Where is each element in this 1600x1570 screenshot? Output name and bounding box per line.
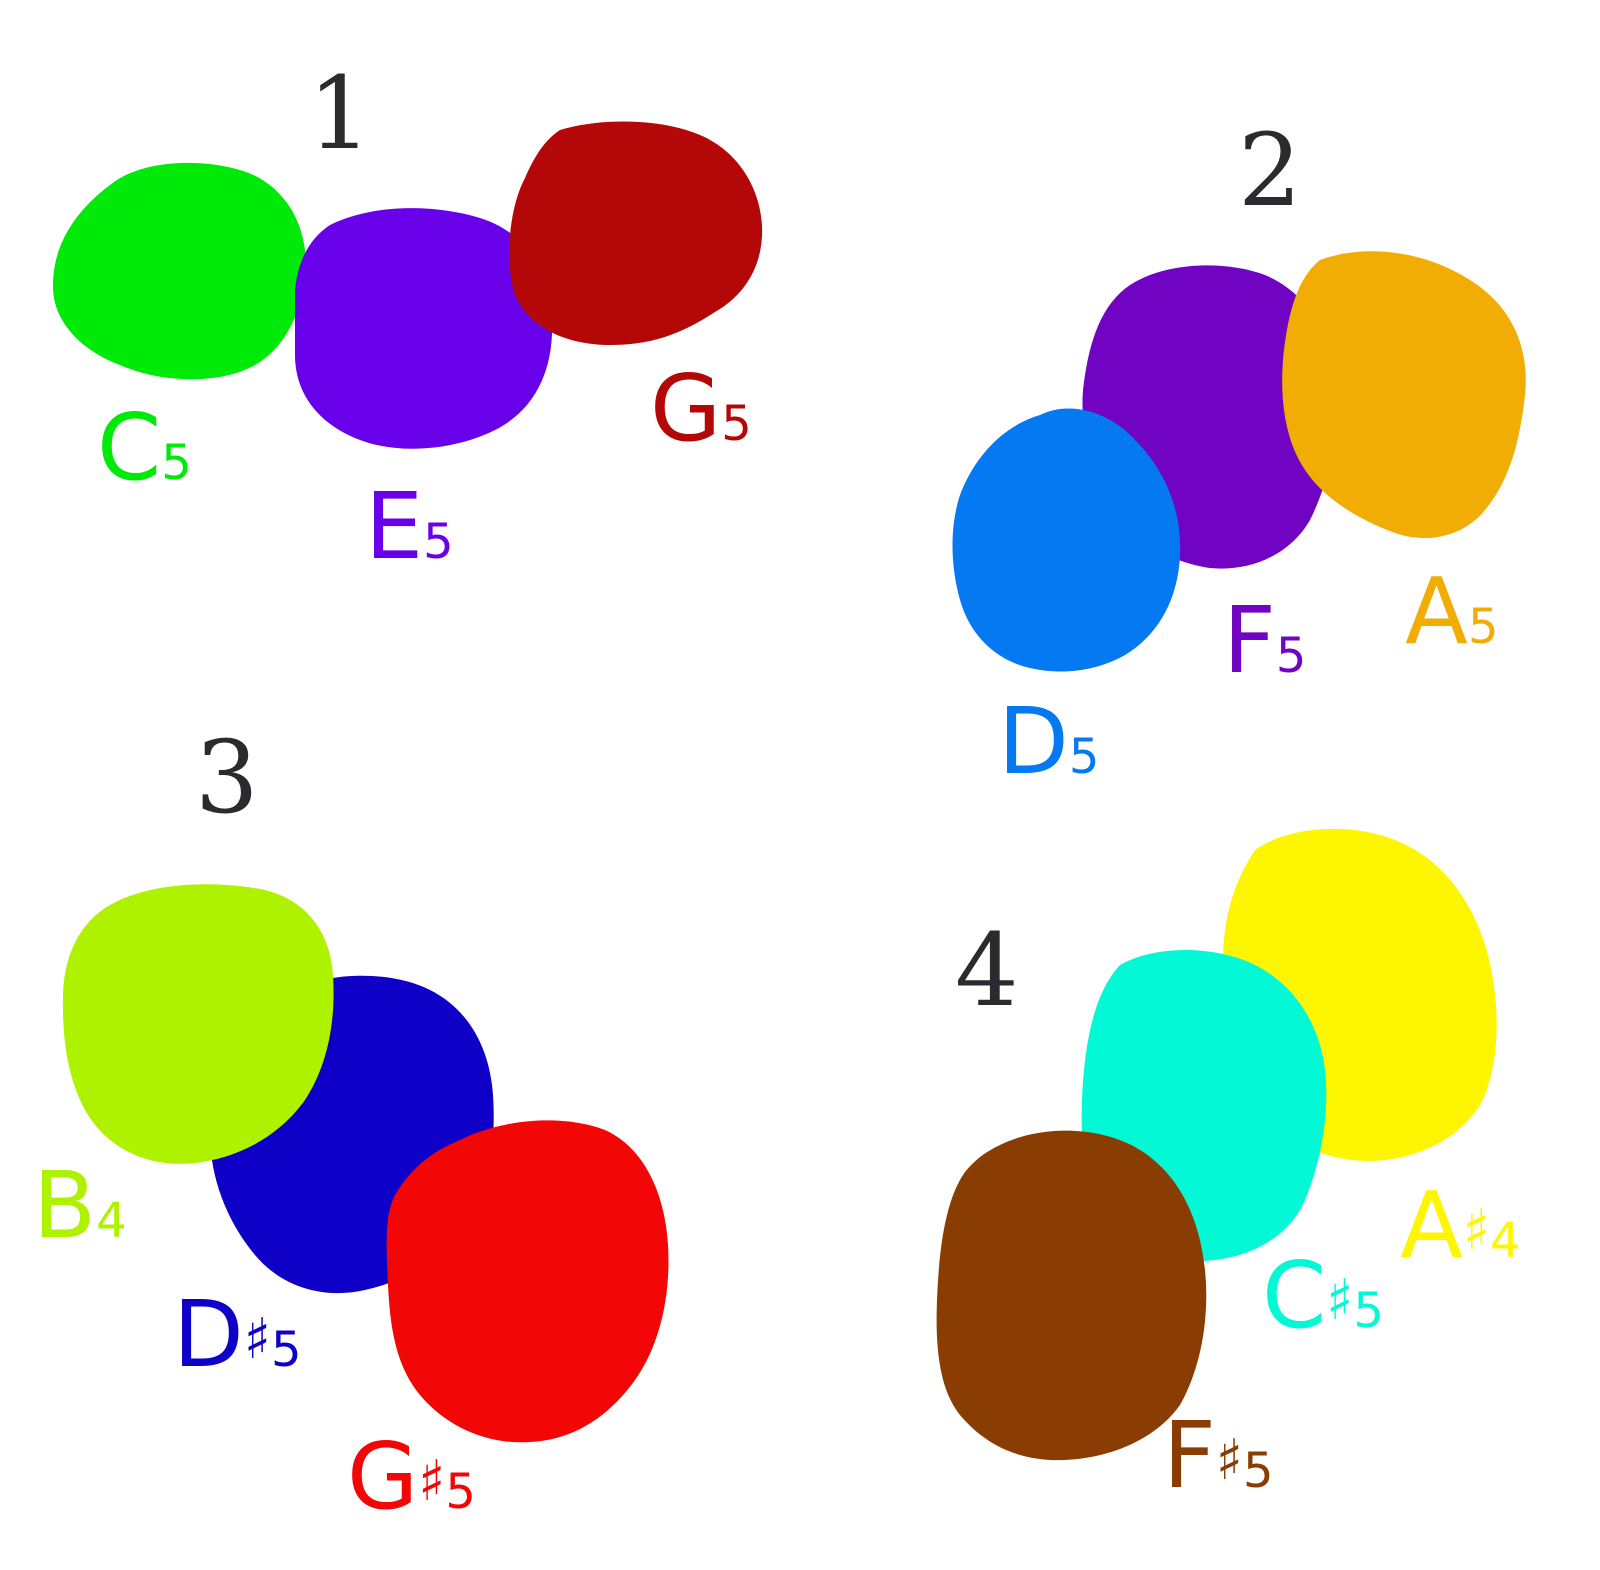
svg-text:A5: A5 xyxy=(1405,558,1498,665)
svg-text:A♯4: A♯4 xyxy=(1400,1172,1521,1279)
note-octave: 4 xyxy=(1490,1213,1521,1269)
note-octave: 5 xyxy=(721,396,752,452)
note-letter: C xyxy=(97,394,161,501)
svg-text:D5: D5 xyxy=(998,688,1099,795)
blob-b4 xyxy=(62,884,334,1164)
label-c-sharp-5: C♯5 xyxy=(1262,1242,1384,1349)
label-a5: A5 xyxy=(1405,558,1498,665)
note-octave: 5 xyxy=(1353,1283,1384,1339)
note-sharp: ♯ xyxy=(1326,1268,1353,1333)
note-letter: A xyxy=(1400,1172,1463,1279)
group-3: 3 B4 D♯5 G♯5 xyxy=(33,719,669,1530)
blob-f-sharp-5 xyxy=(936,1130,1207,1461)
svg-text:B4: B4 xyxy=(33,1152,127,1259)
group-number-3: 3 xyxy=(195,719,259,836)
note-letter: D xyxy=(998,688,1069,795)
group-4: 4 A♯4 C♯5 F♯5 xyxy=(936,828,1521,1509)
note-letter: C xyxy=(1262,1242,1326,1349)
note-octave: 5 xyxy=(1276,628,1307,684)
group-2: 2 D5 F5 A5 xyxy=(952,112,1526,795)
note-letter: B xyxy=(33,1152,96,1259)
note-octave: 5 xyxy=(161,435,192,491)
label-g5: G5 xyxy=(650,355,752,462)
note-letter: G xyxy=(650,355,721,462)
blob-g-sharp-5 xyxy=(386,1120,669,1443)
note-letter: G xyxy=(347,1423,418,1530)
group-1: 1 C5 E5 G5 xyxy=(52,55,763,580)
note-sharp: ♯ xyxy=(1216,1428,1243,1493)
blob-e5 xyxy=(295,208,553,449)
label-e5: E5 xyxy=(365,473,454,580)
svg-text:C♯5: C♯5 xyxy=(1262,1242,1384,1349)
note-octave: 5 xyxy=(1069,729,1100,785)
group-number-4: 4 xyxy=(955,912,1019,1029)
note-sharp: ♯ xyxy=(418,1449,445,1514)
svg-text:E5: E5 xyxy=(365,473,454,580)
note-letter: E xyxy=(365,473,423,580)
note-octave: 5 xyxy=(271,1322,302,1378)
note-sharp: ♯ xyxy=(244,1307,271,1372)
note-octave: 5 xyxy=(1243,1443,1274,1499)
note-letter: D xyxy=(173,1281,244,1388)
note-letter: F xyxy=(1163,1402,1216,1509)
blob-c5 xyxy=(52,162,306,380)
label-c5: C5 xyxy=(97,394,192,501)
note-sharp: ♯ xyxy=(1463,1198,1490,1263)
note-letter: F xyxy=(1223,587,1276,694)
blob-d5 xyxy=(952,408,1181,672)
label-g-sharp-5: G♯5 xyxy=(347,1423,476,1530)
svg-text:D♯5: D♯5 xyxy=(173,1281,302,1388)
note-octave: 4 xyxy=(96,1193,127,1249)
label-d5: D5 xyxy=(998,688,1099,795)
label-f-sharp-5: F♯5 xyxy=(1163,1402,1274,1509)
group-number-2: 2 xyxy=(1238,112,1302,229)
blob-a5 xyxy=(1282,251,1526,539)
label-d-sharp-5: D♯5 xyxy=(173,1281,302,1388)
svg-text:G5: G5 xyxy=(650,355,752,462)
note-letter: A xyxy=(1405,558,1468,665)
group-number-1: 1 xyxy=(308,55,372,172)
label-f5: F5 xyxy=(1223,587,1306,694)
svg-text:F5: F5 xyxy=(1223,587,1306,694)
label-b4: B4 xyxy=(33,1152,127,1259)
note-octave: 5 xyxy=(445,1464,476,1520)
label-a-sharp-4: A♯4 xyxy=(1400,1172,1521,1279)
note-octave: 5 xyxy=(423,514,454,570)
note-octave: 5 xyxy=(1468,599,1499,655)
blob-g5 xyxy=(509,121,763,345)
svg-text:G♯5: G♯5 xyxy=(347,1423,476,1530)
svg-text:F♯5: F♯5 xyxy=(1163,1402,1274,1509)
svg-text:C5: C5 xyxy=(97,394,192,501)
